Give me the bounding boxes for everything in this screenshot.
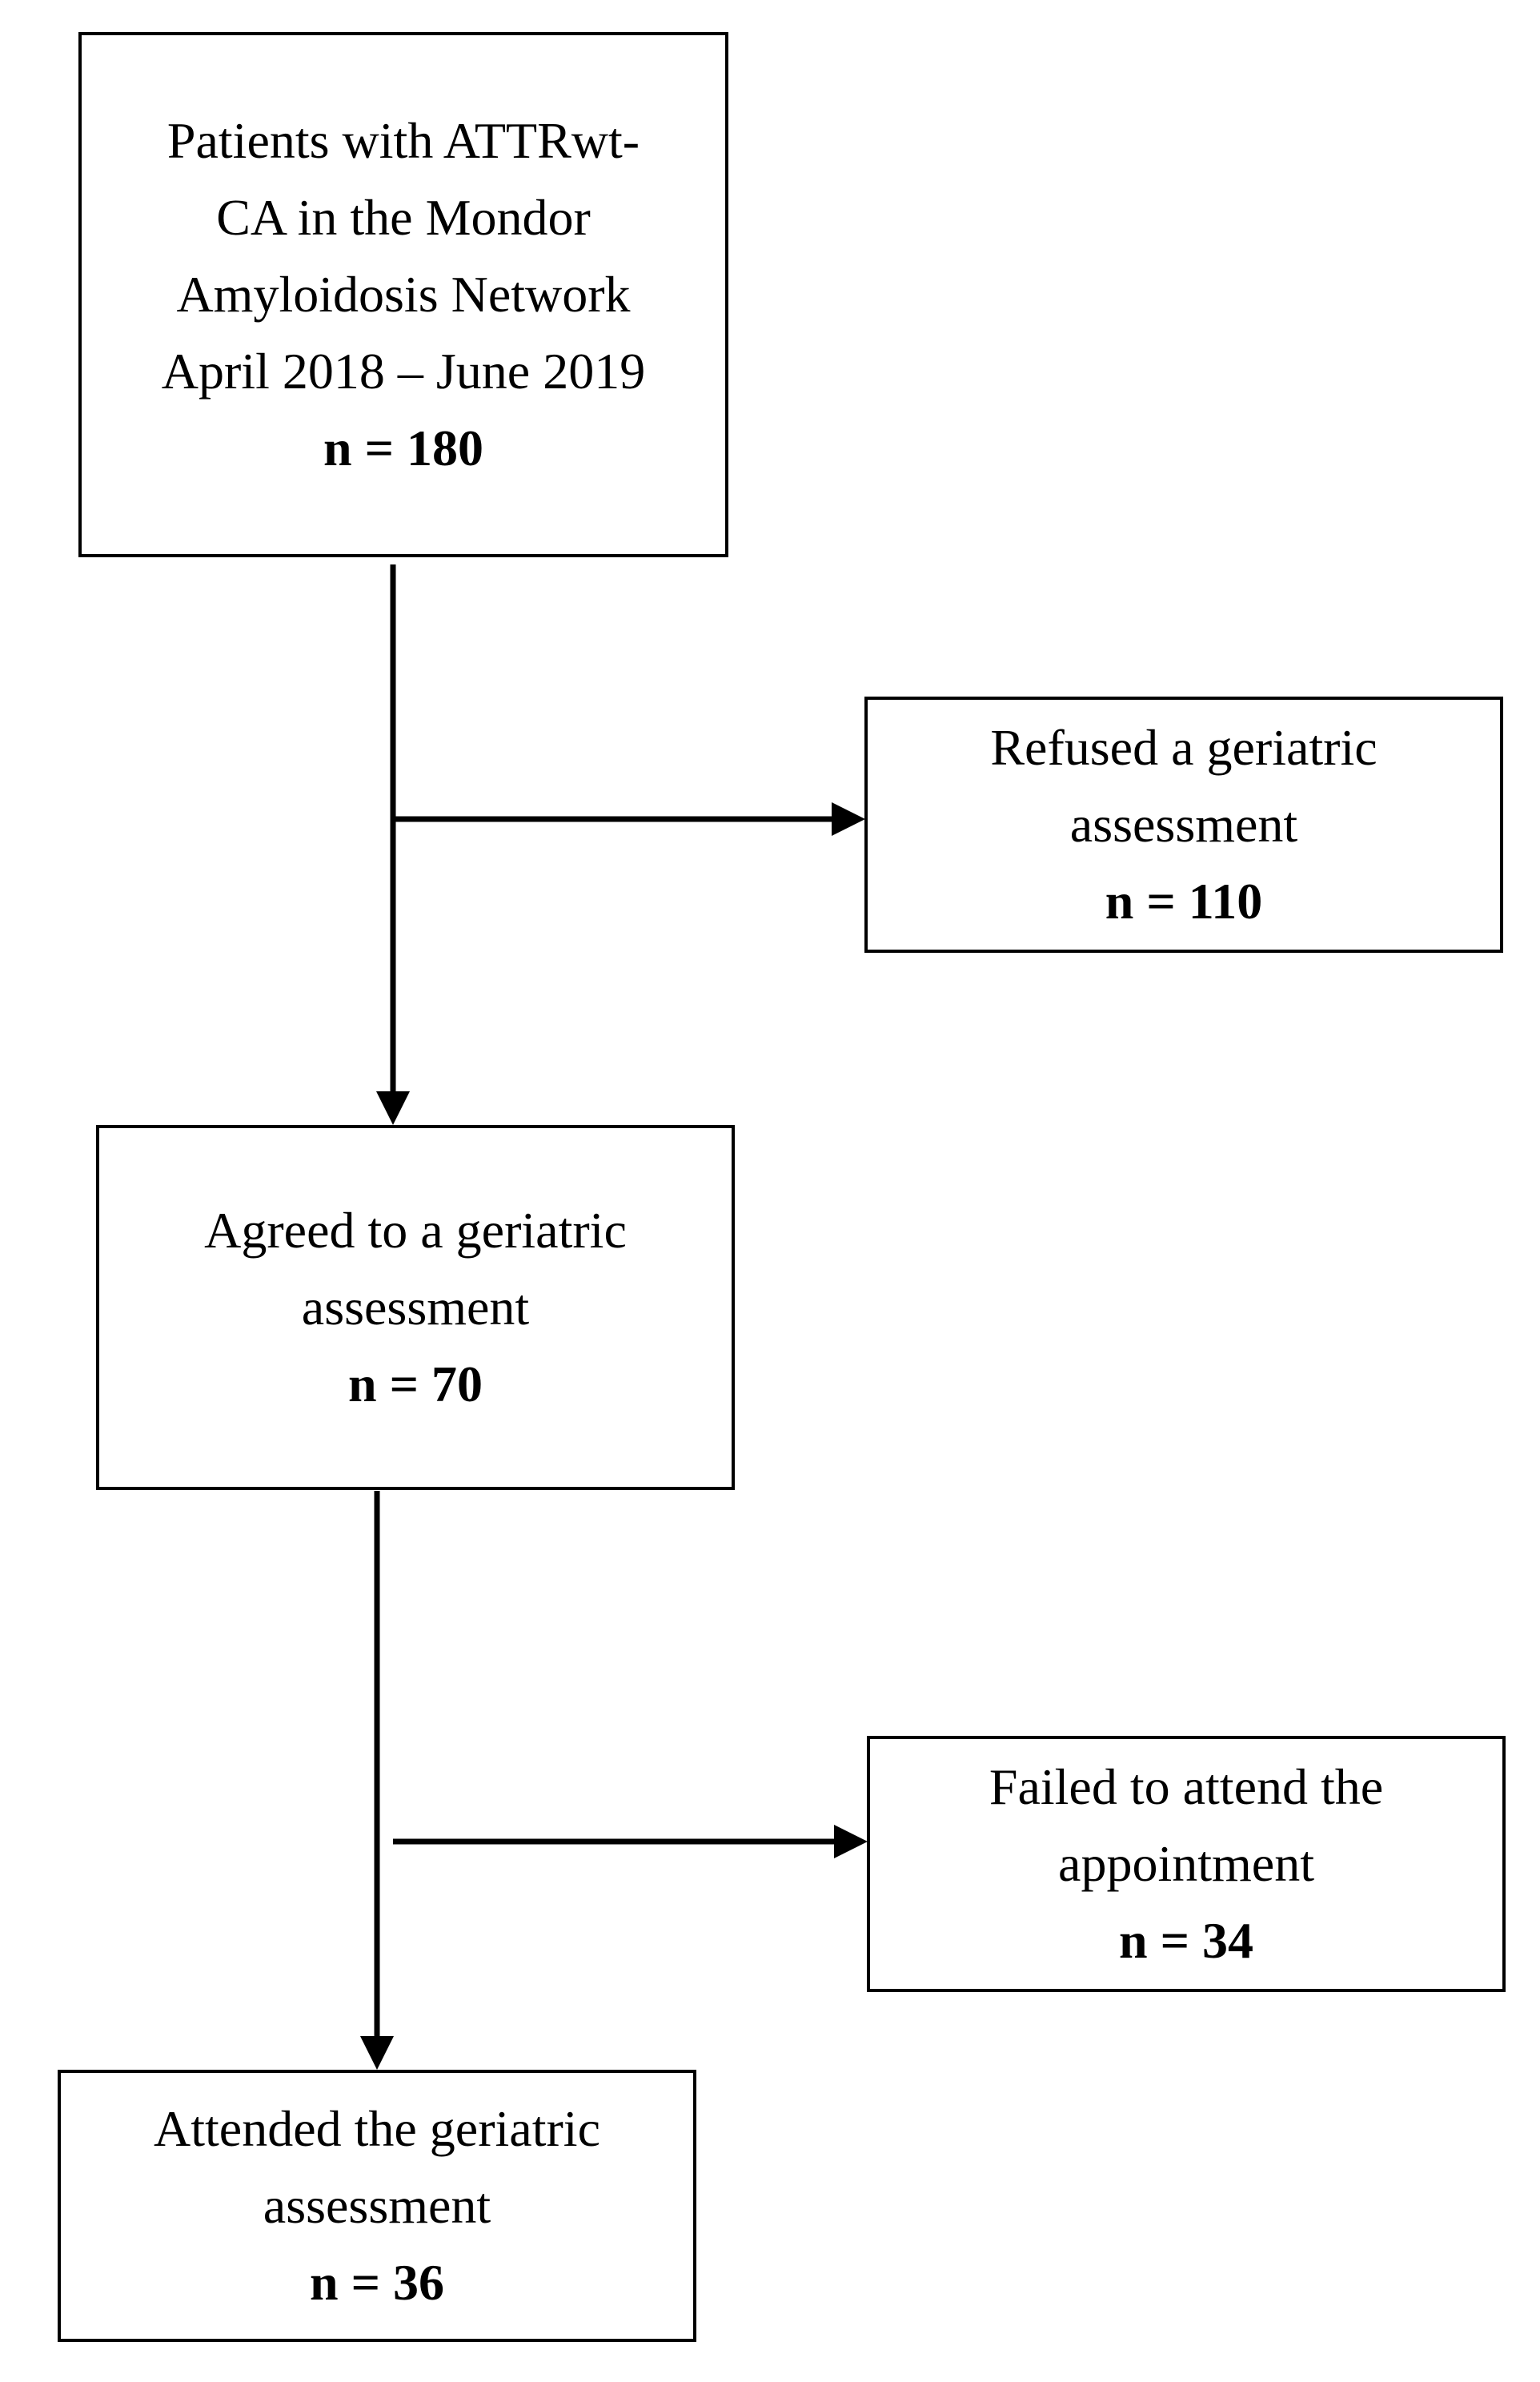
box-agreed-assessment: Agreed to a geriatric assessment n = 70 — [96, 1125, 735, 1490]
box-text-line: Patients with ATTRwt- — [166, 112, 640, 169]
box-attended-assessment: Attended the geriatric assessment n = 36 — [58, 2070, 696, 2342]
box-text-line: assessment — [1069, 796, 1298, 853]
box-count: n = 36 — [309, 2254, 445, 2311]
box-patients-screened: Patients with ATTRwt- CA in the Mondor A… — [78, 32, 728, 557]
box-refused-assessment: Refused a geriatric assessment n = 110 — [864, 697, 1503, 953]
box-text-line: Amyloidosis Network — [176, 266, 631, 323]
box-failed-to-attend: Failed to attend the appointment n = 34 — [867, 1736, 1506, 1992]
box-text-line: assessment — [301, 1279, 530, 1336]
box-count: n = 34 — [1118, 1912, 1254, 1969]
box-text-line: Failed to attend the — [989, 1758, 1384, 1815]
box-text-line: appointment — [1058, 1835, 1314, 1892]
box-text-line: CA in the Mondor — [216, 189, 591, 246]
box-text-line: Attended the geriatric — [154, 2100, 600, 2157]
box-count: n = 180 — [323, 420, 484, 476]
box-text-line: Refused a geriatric — [990, 719, 1378, 776]
box-count: n = 110 — [1105, 873, 1263, 930]
box-text-line: Agreed to a geriatric — [204, 1202, 627, 1259]
box-text-line: April 2018 – June 2019 — [161, 343, 646, 400]
box-text-line: assessment — [263, 2177, 491, 2234]
box-count: n = 70 — [347, 1356, 483, 1412]
